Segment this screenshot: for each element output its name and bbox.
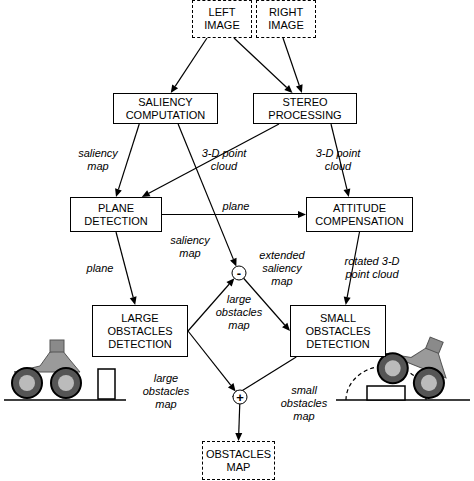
operator-outline bbox=[233, 390, 247, 404]
node-label: LARGE OBSTACLES DETECTION bbox=[98, 312, 182, 351]
arrow-head bbox=[228, 383, 236, 391]
add-operator: + bbox=[232, 389, 248, 405]
flow-arrow bbox=[188, 331, 236, 392]
flow-arrow bbox=[162, 211, 306, 218]
connector-line bbox=[149, 124, 279, 193]
arrow-head bbox=[298, 211, 306, 218]
wheel-hub bbox=[382, 358, 403, 379]
process-box: ATTITUDE COMPENSATION bbox=[306, 197, 413, 232]
node-text-group: PLANE DETECTION bbox=[76, 202, 156, 228]
output-box: OBSTACLES MAP bbox=[202, 441, 275, 480]
arrow-head bbox=[296, 84, 303, 93]
edge-label: saliency map bbox=[73, 147, 123, 173]
node-text-group: OBSTACLES MAP bbox=[206, 448, 271, 474]
process-box: SMALL OBSTACLES DETECTION bbox=[290, 305, 386, 357]
arrow-head bbox=[344, 188, 351, 197]
robot-wheel bbox=[12, 368, 42, 398]
edge-label: small obstacles map bbox=[276, 384, 332, 423]
node-label: SMALL OBSTACLES DETECTION bbox=[296, 312, 380, 351]
tilted-robot bbox=[373, 323, 459, 403]
wheel-hub bbox=[418, 372, 439, 393]
node-label: ATTITUDE COMPENSATION bbox=[312, 202, 407, 228]
process-box: STEREO PROCESSING bbox=[253, 93, 357, 124]
operator-outline bbox=[232, 266, 246, 280]
node-text-group: SALIENCY COMPUTATION bbox=[119, 96, 212, 122]
edge-label: extended saliency map bbox=[254, 249, 310, 288]
connector-line bbox=[116, 232, 133, 297]
arrow-head bbox=[284, 85, 292, 93]
node-label: RIGHT IMAGE bbox=[262, 6, 310, 32]
node-text-group: + bbox=[236, 391, 244, 404]
arrow-head bbox=[344, 296, 351, 305]
arrow-head bbox=[130, 296, 137, 305]
wheel-hub bbox=[19, 375, 35, 391]
node-label: SALIENCY COMPUTATION bbox=[119, 96, 212, 122]
connector-line bbox=[283, 38, 299, 85]
edge-label: saliency map bbox=[165, 234, 215, 260]
node-text-group: RIGHT IMAGE bbox=[262, 6, 310, 32]
node-label: - bbox=[237, 267, 241, 280]
robot-sensor bbox=[426, 337, 443, 353]
arrow-head bbox=[226, 278, 234, 286]
process-box: LARGE OBSTACLES DETECTION bbox=[92, 305, 188, 357]
connector-line bbox=[118, 124, 139, 189]
small-obstacle bbox=[367, 386, 405, 400]
arrow-head bbox=[142, 190, 151, 197]
flow-arrow bbox=[235, 404, 242, 441]
flow-arrow bbox=[116, 232, 137, 305]
flow-arrow bbox=[142, 124, 279, 197]
arrow-head bbox=[282, 323, 290, 331]
arrow-head bbox=[171, 84, 178, 93]
node-text-group: LEFT IMAGE bbox=[198, 6, 246, 32]
flow-arrow bbox=[234, 38, 293, 93]
subtract-operator: - bbox=[231, 265, 247, 281]
edge-label: plane bbox=[75, 262, 125, 275]
node-text-group: - bbox=[237, 267, 241, 280]
process-box: SALIENCY COMPUTATION bbox=[113, 93, 218, 124]
flow-arrow bbox=[283, 38, 303, 93]
input-box: LEFT IMAGE bbox=[192, 0, 252, 38]
arrow-head bbox=[115, 188, 122, 197]
connector-line bbox=[162, 214, 298, 215]
flow-arrow bbox=[171, 38, 207, 93]
robot-wheel bbox=[51, 368, 81, 398]
connector-line bbox=[175, 38, 207, 86]
flow-arrow bbox=[188, 278, 234, 331]
node-text-group: ATTITUDE COMPENSATION bbox=[312, 202, 407, 228]
connector-line bbox=[188, 331, 231, 385]
node-label: LEFT IMAGE bbox=[198, 6, 246, 32]
node-label: PLANE DETECTION bbox=[76, 202, 156, 228]
edge-label: large obstacles map bbox=[211, 293, 267, 332]
arrow-head bbox=[235, 433, 242, 441]
node-text-group: SMALL OBSTACLES DETECTION bbox=[296, 312, 380, 351]
connector-line bbox=[234, 38, 287, 88]
node-label: + bbox=[236, 391, 244, 404]
robot-wheel bbox=[409, 363, 448, 402]
large-obstacle bbox=[98, 369, 115, 399]
connector-line bbox=[238, 404, 240, 433]
flow-arrow bbox=[115, 124, 139, 197]
edge-label: large obstacles map bbox=[138, 372, 194, 411]
connector-line bbox=[239, 357, 296, 393]
edge-label: 3-D point cloud bbox=[196, 147, 252, 173]
edge-label: 3-D point cloud bbox=[310, 147, 366, 173]
node-label: STEREO PROCESSING bbox=[259, 96, 351, 122]
robot-sensor bbox=[50, 340, 64, 352]
arrow-head bbox=[230, 258, 236, 267]
process-box: PLANE DETECTION bbox=[70, 197, 162, 232]
node-text-group: STEREO PROCESSING bbox=[259, 96, 351, 122]
edge-label: rotated 3-D point cloud bbox=[344, 255, 400, 281]
node-text-group: LARGE OBSTACLES DETECTION bbox=[98, 312, 182, 351]
input-box: RIGHT IMAGE bbox=[256, 0, 316, 38]
node-label: OBSTACLES MAP bbox=[206, 448, 271, 474]
wheel-hub bbox=[58, 375, 74, 391]
edge-label: plane bbox=[211, 200, 261, 213]
